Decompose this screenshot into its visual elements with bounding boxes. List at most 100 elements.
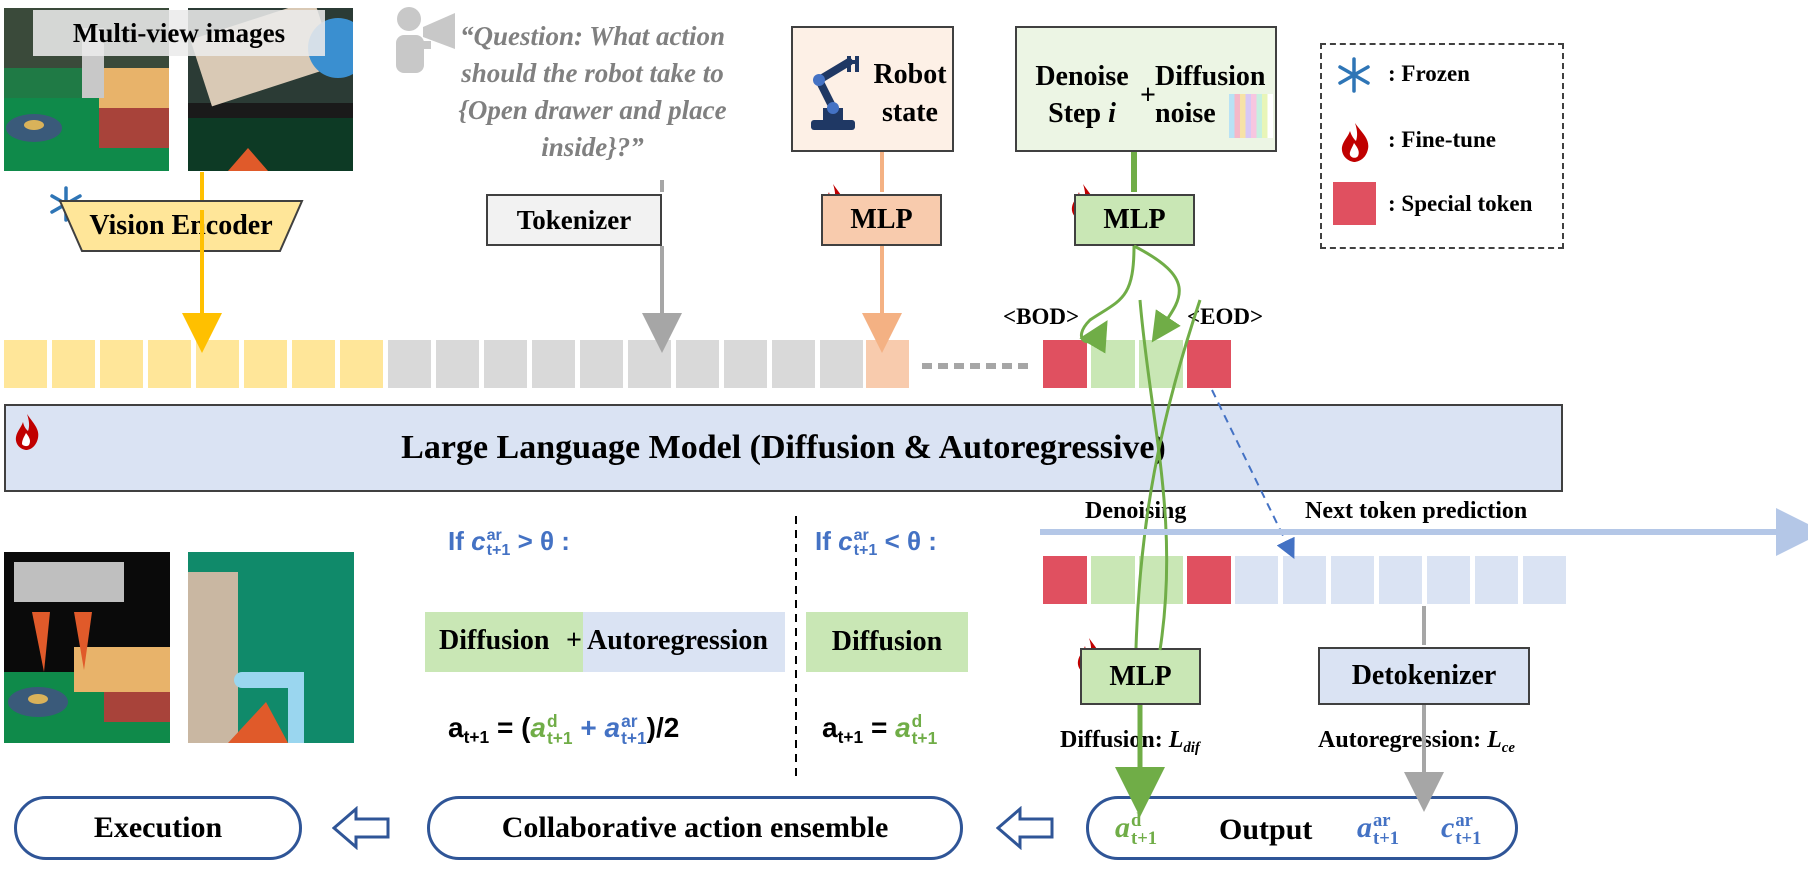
vision-encoder-shape <box>58 200 304 252</box>
tokenizer-box: Tokenizer <box>486 194 662 246</box>
text-token <box>484 340 527 388</box>
eod-token <box>1187 556 1231 604</box>
mlp-output-label: MLP <box>1109 660 1172 692</box>
vision-token <box>292 340 335 388</box>
flame-icon <box>15 414 39 450</box>
text-token <box>532 340 575 388</box>
mode-right-diffusion: Diffusion <box>831 626 943 657</box>
bod-token <box>1043 556 1087 604</box>
divider-line <box>795 516 797 776</box>
ar-token <box>1523 556 1566 604</box>
flame-icon <box>1341 123 1369 162</box>
speaker-person-icon <box>393 5 463 75</box>
ensemble-pill: Collaborative action ensemble <box>427 796 963 860</box>
text-token <box>628 340 671 388</box>
drawer-handle-graphic <box>188 572 304 743</box>
denoise-step-label: Denoise Step i <box>1035 61 1129 129</box>
text-token <box>388 340 431 388</box>
mlp-state-box: MLP <box>821 194 942 246</box>
eod-label: <EOD> <box>1187 304 1264 329</box>
loop-arrow <box>1079 245 1136 354</box>
text-token <box>580 340 623 388</box>
text-token <box>676 340 719 388</box>
noise-token <box>1091 340 1135 388</box>
question-text: “Question: What action should the robot … <box>458 21 727 162</box>
execution-scene-graphic <box>4 562 170 743</box>
llm-bar: Large Language Model (Diffusion & Autore… <box>4 404 1563 492</box>
state-token <box>866 340 909 388</box>
multi-view-label-bg: Multi-view images <box>33 10 325 56</box>
loop-arrow <box>1133 244 1181 343</box>
execution-photo-1 <box>4 552 170 743</box>
denoised-token <box>1139 556 1183 604</box>
denoising-label: Denoising <box>1085 498 1187 524</box>
arrow-left-icon <box>996 806 1054 850</box>
robot-state-box: Robot state <box>791 26 954 152</box>
ensemble-label: Collaborative action ensemble <box>501 811 889 844</box>
mode-left-diffusion: Diffusion <box>439 625 550 656</box>
noise-patch-graphic <box>1229 94 1273 138</box>
vision-token <box>148 340 191 388</box>
loss-autoregression: Autoregression: Lce <box>1318 727 1515 757</box>
robot-state-label: Robot state <box>873 59 947 128</box>
text-token <box>436 340 479 388</box>
vision-token <box>196 340 239 388</box>
tokenizer-label: Tokenizer <box>516 204 632 235</box>
vision-token <box>340 340 383 388</box>
ar-token <box>1283 556 1326 604</box>
legend-fine-tune: : Fine-tune <box>1388 127 1496 152</box>
vision-token <box>244 340 287 388</box>
execution-label: Execution <box>93 811 223 844</box>
text-token <box>724 340 767 388</box>
text-token <box>772 340 815 388</box>
denoised-token <box>1091 556 1135 604</box>
execution-pill: Execution <box>14 796 302 860</box>
robot-arm-icon <box>811 56 859 130</box>
ar-token <box>1235 556 1278 604</box>
bod-token <box>1043 340 1087 388</box>
text-token <box>820 340 863 388</box>
detokenizer-box: Detokenizer <box>1318 647 1530 705</box>
mlp-output-box: MLP <box>1080 648 1201 705</box>
snowflake-icon <box>1338 57 1370 93</box>
vision-encoder-label: Vision Encoder <box>89 210 273 241</box>
vision-token <box>100 340 143 388</box>
legend-special-token-swatch <box>1333 182 1376 225</box>
denoise-noise-box: Denoise Step i + Diffusion noise <box>1015 26 1277 152</box>
llm-label: Large Language Model (Diffusion & Autore… <box>401 429 1166 466</box>
diffusion-noise-label: Diffusion noise <box>1155 61 1266 129</box>
mlp-state-label: MLP <box>850 204 913 235</box>
detokenizer-label: Detokenizer <box>1351 660 1497 691</box>
bod-label: <BOD> <box>1003 304 1080 329</box>
vision-token <box>4 340 47 388</box>
mode-left-plus: + <box>566 625 582 656</box>
mode-left-autoregression: Autoregression <box>587 625 768 656</box>
ellipsis-dots <box>922 363 1028 369</box>
vision-token <box>52 340 95 388</box>
ar-token <box>1427 556 1470 604</box>
step-variable: i <box>1108 98 1116 129</box>
output-label: Output <box>1219 813 1313 846</box>
mlp-noise-label: MLP <box>1103 204 1166 235</box>
legend-frozen: : Frozen <box>1388 61 1470 86</box>
arrow-left-icon <box>332 806 390 850</box>
execution-photo-2 <box>188 552 354 743</box>
mlp-noise-box: MLP <box>1074 194 1195 246</box>
ar-token <box>1331 556 1374 604</box>
ar-token <box>1379 556 1422 604</box>
loss-diffusion: Diffusion: Ldif <box>1060 727 1200 757</box>
legend: : Frozen : Fine-tune : Special token <box>1320 43 1564 249</box>
plus-sign: + <box>1140 80 1156 111</box>
multi-view-label: Multi-view images <box>72 17 286 48</box>
mode-box-right: Diffusion <box>806 612 968 672</box>
noise-token <box>1139 340 1183 388</box>
eod-token <box>1187 340 1231 388</box>
mode-box-left: Diffusion + Autoregression <box>425 612 785 672</box>
